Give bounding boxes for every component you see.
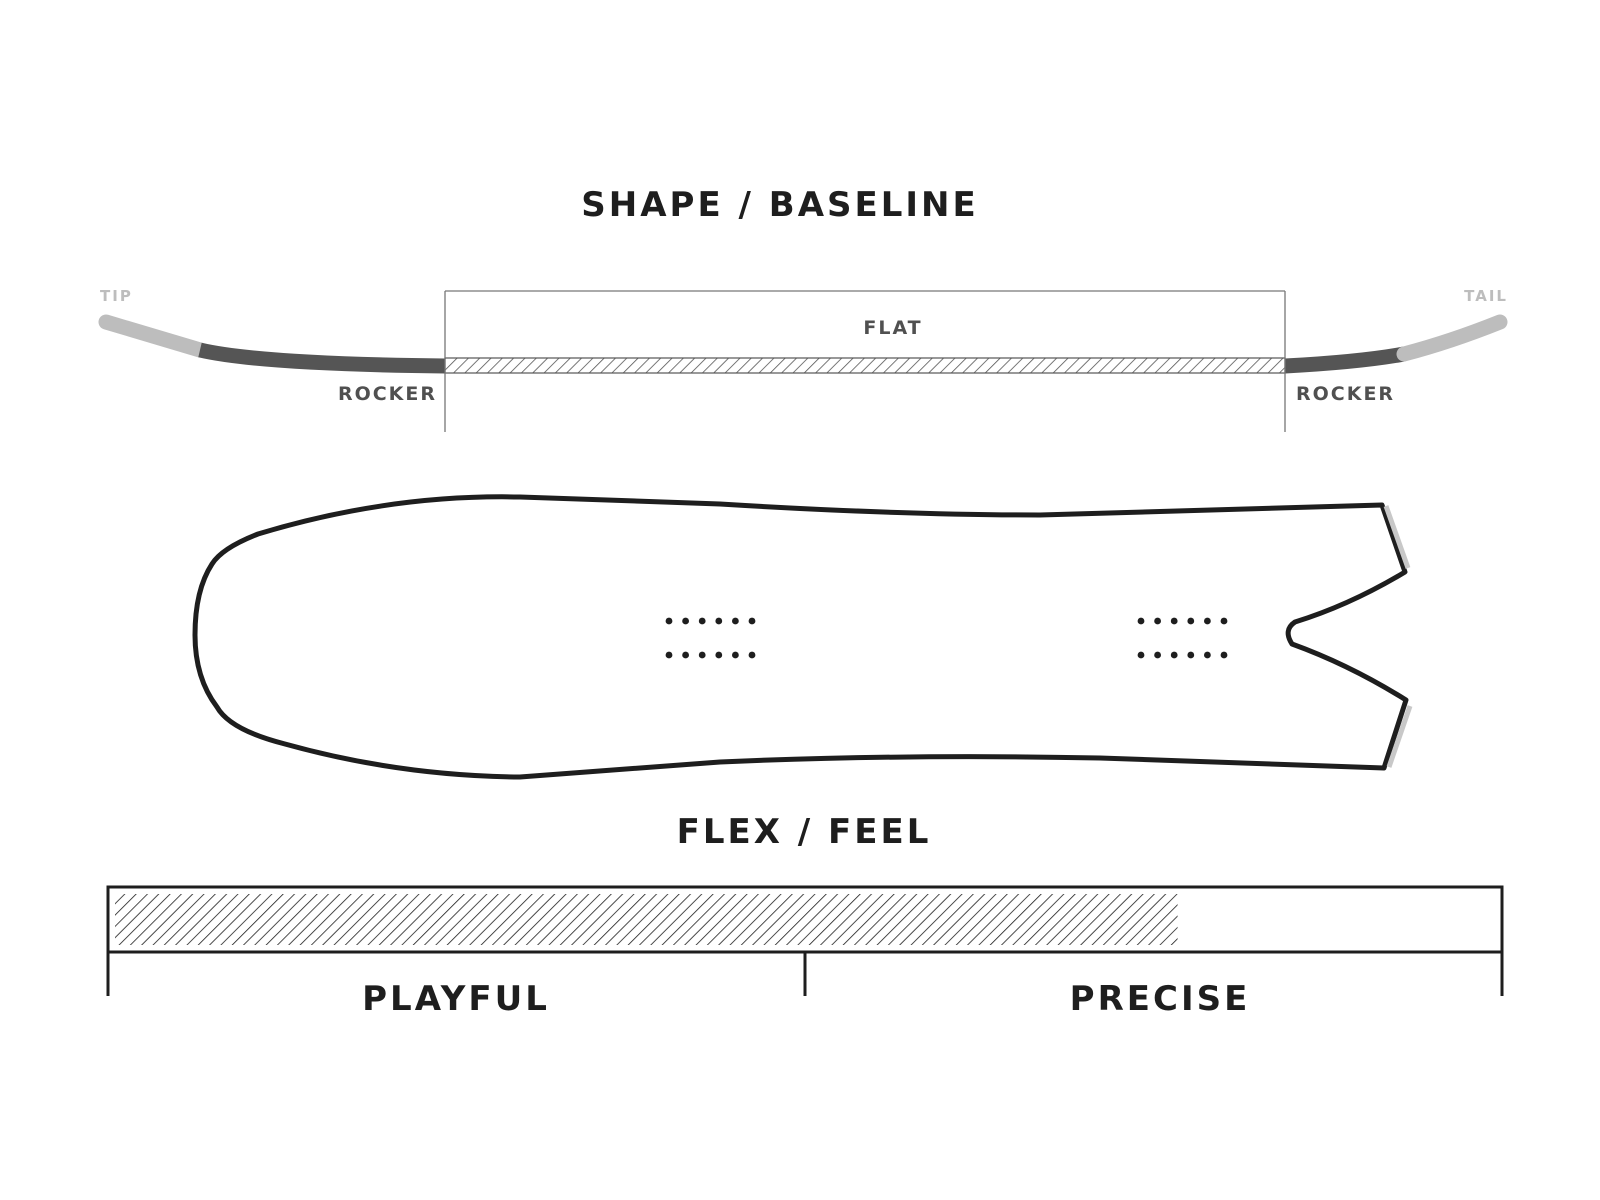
insert-hole bbox=[1170, 651, 1178, 659]
insert-hole bbox=[665, 651, 673, 659]
tip-label: TIP bbox=[100, 287, 133, 305]
flex-feel-title: FLEX / FEEL bbox=[677, 812, 932, 852]
flex-level-fill bbox=[115, 894, 1178, 945]
insert-hole bbox=[1154, 651, 1161, 659]
insert-hole bbox=[748, 617, 756, 625]
flex-scale bbox=[106, 885, 1504, 996]
rocker-left-section bbox=[198, 342, 446, 374]
insert-hole bbox=[1154, 617, 1161, 625]
tail-edge-lower-shade bbox=[1386, 705, 1413, 768]
board-outline bbox=[192, 494, 1413, 780]
insert-hole bbox=[1187, 617, 1195, 625]
rocker-right-section bbox=[1284, 346, 1406, 374]
flat-label: FLAT bbox=[863, 317, 922, 339]
flat-bracket bbox=[444, 290, 1286, 432]
insert-hole bbox=[732, 651, 739, 659]
insert-group-front bbox=[665, 617, 756, 659]
insert-hole bbox=[1170, 617, 1178, 625]
insert-hole bbox=[1187, 651, 1195, 659]
insert-hole bbox=[682, 651, 689, 659]
insert-hole bbox=[1204, 651, 1211, 659]
insert-hole bbox=[1137, 651, 1145, 659]
insert-hole bbox=[1204, 617, 1211, 625]
flex-left-label: PLAYFUL bbox=[362, 979, 550, 1019]
insert-hole bbox=[698, 651, 706, 659]
insert-group-back bbox=[1137, 617, 1228, 659]
board-outline-path bbox=[192, 494, 1409, 780]
insert-hole bbox=[715, 651, 723, 659]
insert-hole bbox=[715, 617, 723, 625]
insert-hole bbox=[698, 617, 706, 625]
tip-light-section bbox=[98, 314, 208, 358]
rocker-left-label: ROCKER bbox=[338, 383, 437, 405]
insert-hole bbox=[732, 617, 739, 625]
rocker-right-label: ROCKER bbox=[1296, 383, 1395, 405]
tail-label: TAIL bbox=[1464, 287, 1508, 305]
board-profile bbox=[98, 314, 1508, 374]
insert-hole bbox=[1137, 617, 1145, 625]
insert-hole bbox=[682, 617, 689, 625]
flex-right-label: PRECISE bbox=[1070, 979, 1251, 1019]
insert-hole bbox=[1220, 651, 1228, 659]
shape-baseline-title: SHAPE / BASELINE bbox=[581, 185, 978, 225]
flat-section bbox=[444, 357, 1286, 374]
insert-hole bbox=[665, 617, 673, 625]
tail-light-section bbox=[1396, 314, 1508, 362]
insert-hole bbox=[1220, 617, 1228, 625]
tail-edge-upper-shade bbox=[1383, 505, 1411, 569]
insert-hole bbox=[748, 651, 756, 659]
